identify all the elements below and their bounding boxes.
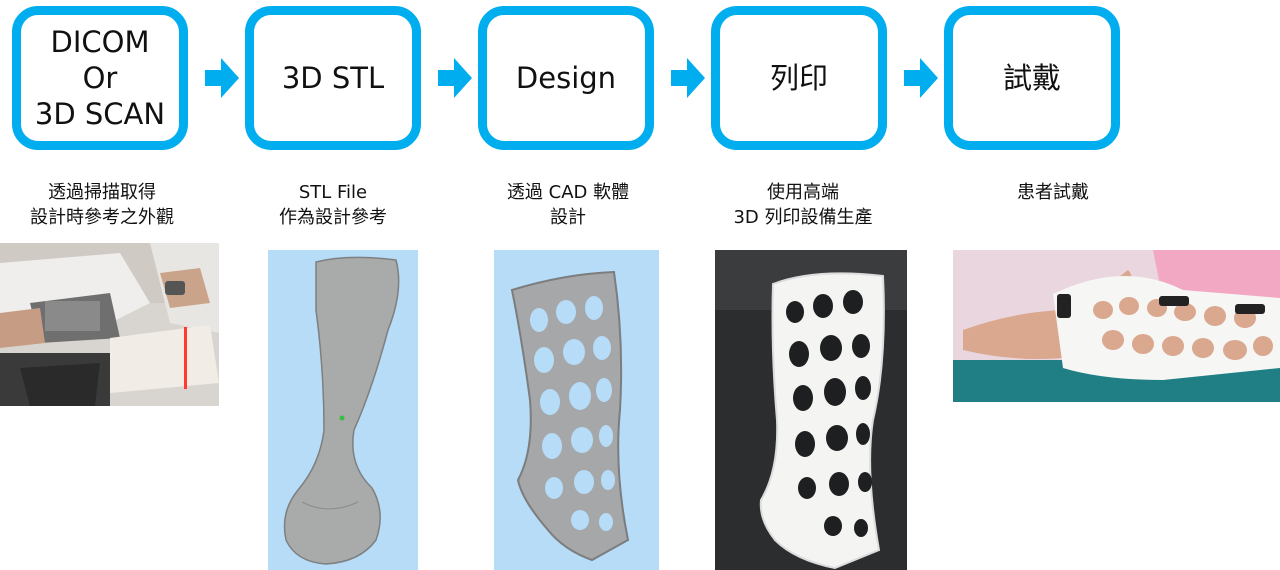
step-box-design: Design [478,6,654,150]
scan-photo [0,243,219,406]
step-box-print: 列印 [711,6,887,150]
caption-fitting: 患者試戴 [1017,182,1089,203]
step-title-stl: 3D STL [281,61,385,95]
arrow-right-icon [205,58,239,98]
fitting-photo [953,250,1280,402]
step-title-fitting: 試戴 [1002,61,1061,95]
arrow-right-icon [671,58,705,98]
caption-print: 使用高端 3D 列印設備生產 [733,182,873,228]
stl-model-image [268,250,418,570]
step-title-print: 列印 [769,61,828,95]
step-title-design: Design [515,61,617,95]
caption-design: 透過 CAD 軟體 設計 [506,182,630,228]
caption-scan: 透過掃描取得 設計時參考之外觀 [30,182,174,228]
step-box-stl: 3D STL [245,6,421,150]
arrow-right-icon [904,58,938,98]
printed-cast-photo [715,250,907,570]
cad-design-image [494,250,659,570]
caption-stl: STL File 作為設計參考 [279,182,387,228]
step-box-fitting: 試戴 [944,6,1120,150]
arrow-right-icon [438,58,472,98]
step-box-scan: DICOM Or 3D SCAN [12,6,188,150]
step-title-scan: DICOM Or 3D SCAN [34,25,166,131]
